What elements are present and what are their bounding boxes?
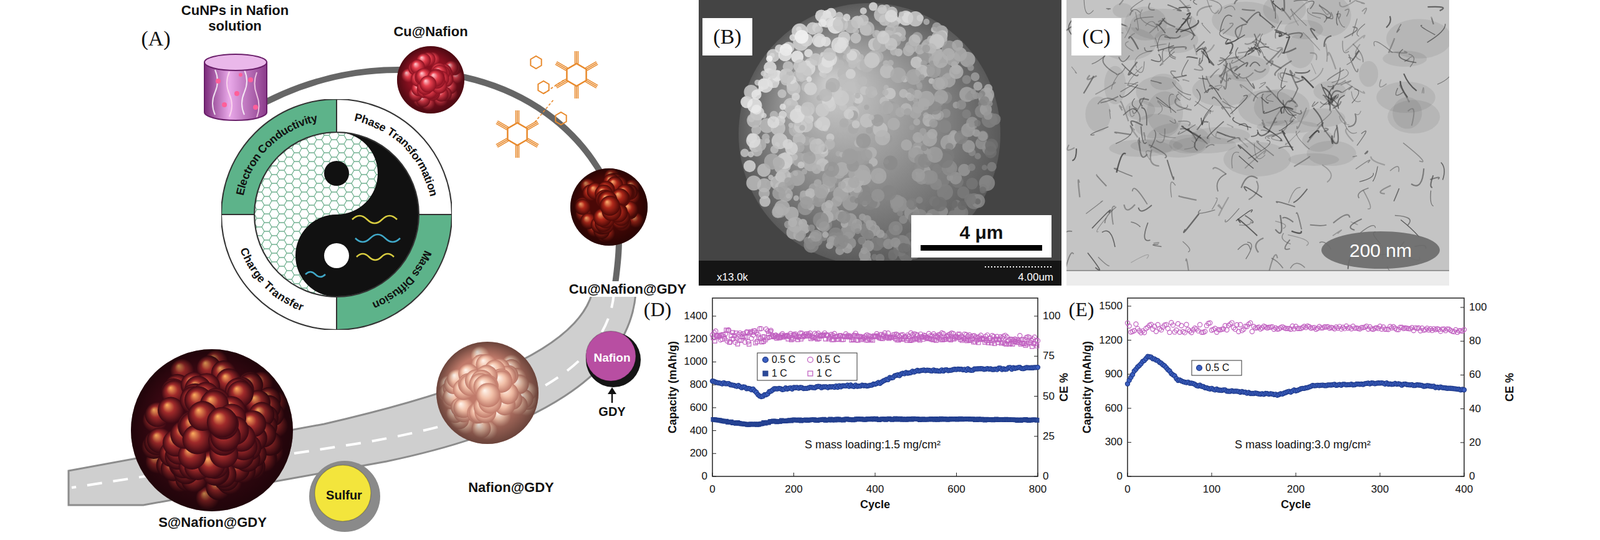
figure: CuNPs in Nafion solutionCu@NafionElectro… bbox=[0, 0, 1600, 540]
